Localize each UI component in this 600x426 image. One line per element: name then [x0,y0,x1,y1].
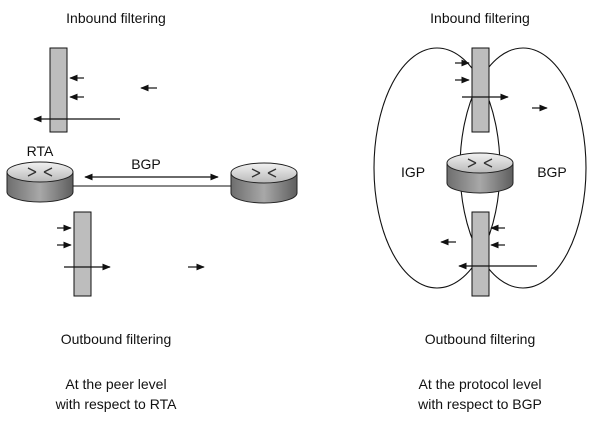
router-icon [230,162,298,204]
bgp-label: BGP [537,164,567,180]
igp-label: IGP [401,164,425,180]
right-inbound-filter-bar [471,47,490,133]
left-caption-line2: with respect to RTA [55,396,178,412]
left-outbound-label: Outbound filtering [61,331,172,347]
router-icon [6,161,74,203]
right-caption-line2: with respect to BGP [417,396,542,412]
right-outbound-filter-bar [471,211,490,297]
left-caption-line1: At the peer level [65,376,166,392]
left-outbound-filter-bar [73,211,92,297]
right-caption-line1: At the protocol level [419,376,542,392]
right-outbound-label: Outbound filtering [425,331,536,347]
left-inbound-label: Inbound filtering [66,10,166,26]
bgp-link-label: BGP [131,156,161,172]
left-inbound-filter-bar [49,47,68,133]
router-icon [446,152,514,194]
left-panel: Inbound filtering RTA BGP Out [6,10,298,412]
rta-label: RTA [27,143,54,159]
right-inbound-label: Inbound filtering [430,10,530,26]
right-panel: Inbound filtering IGP BGP Outbound filte… [373,10,587,412]
